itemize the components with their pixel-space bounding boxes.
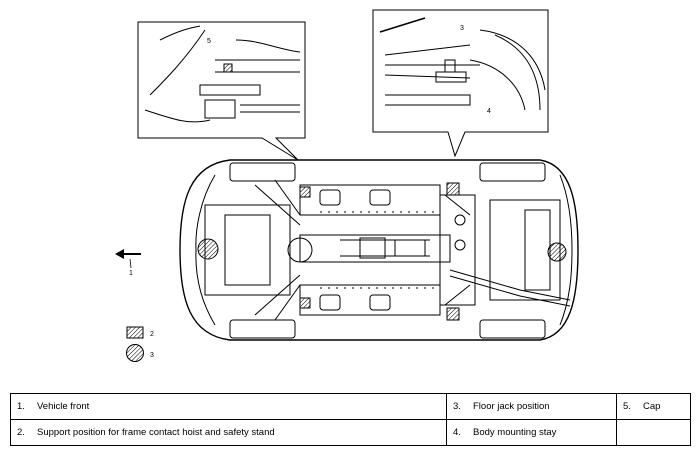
callout-1: 1 [129,270,133,277]
callout-4: 4 [487,108,491,115]
legend-item-5: 5.Cap [616,393,691,420]
legend-item-2: 2.Support position for frame contact hoi… [10,419,447,446]
wheel-rear-right [479,319,546,339]
floor-jack-position-rear [547,242,567,262]
wheel-front-left [229,162,296,182]
legend-table: 1.Vehicle front 3.Floor jack position 5.… [10,393,691,446]
legend-row: 1.Vehicle front 3.Floor jack position 5.… [10,393,691,420]
support-position-front-right [299,297,311,309]
wheel-rear-left [479,162,546,182]
callout-3: 3 [150,352,154,359]
legend-row: 2.Support position for frame contact hoi… [10,419,691,446]
vehicle-front-arrow [115,249,141,269]
support-position-rear-right [446,307,460,321]
support-position-rear-left [446,182,460,196]
inset-detail-left [137,21,306,161]
inset-detail-right [372,9,549,158]
wheel-front-right [229,319,296,339]
legend-item-4: 4.Body mounting stay [446,419,617,446]
legend-item-empty [616,419,691,446]
support-position-symbol [126,326,144,339]
legend-item-1: 1.Vehicle front [10,393,447,420]
floor-jack-position-front [197,238,219,260]
callout-5: 5 [207,38,211,45]
underbody-diagram: 5 3 4 [115,9,579,362]
legend-item-3: 3.Floor jack position [446,393,617,420]
callout-2: 2 [150,331,154,338]
vehicle-underbody [179,159,579,341]
callout-3-inset: 3 [460,25,464,32]
support-position-front-left [299,186,311,198]
floor-jack-symbol [126,344,144,362]
